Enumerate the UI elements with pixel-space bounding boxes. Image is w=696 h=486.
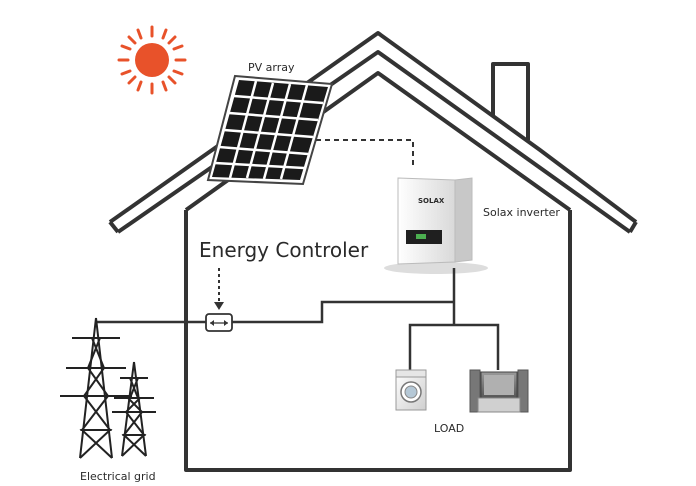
ac-wiring bbox=[95, 268, 500, 370]
inverter-brand: SOLAX bbox=[418, 197, 445, 205]
dc-connection-line bbox=[316, 139, 414, 168]
inverter-label: Solax inverter bbox=[483, 206, 560, 219]
sun-icon bbox=[117, 25, 187, 95]
grid-label: Electrical grid bbox=[80, 470, 156, 483]
inverter-icon: SOLAX bbox=[384, 177, 488, 274]
washing-machine-icon bbox=[395, 369, 427, 411]
load-label: LOAD bbox=[434, 422, 464, 435]
house-outline bbox=[108, 31, 638, 472]
television-icon bbox=[469, 369, 529, 413]
power-pylon-icon bbox=[60, 317, 156, 459]
solar-panel-icon bbox=[206, 74, 334, 186]
controller-arrow bbox=[214, 268, 224, 310]
energy-controller-label: Energy Controler bbox=[199, 238, 369, 262]
energy-meter-icon bbox=[205, 313, 233, 332]
pv-array-label: PV array bbox=[248, 61, 295, 74]
